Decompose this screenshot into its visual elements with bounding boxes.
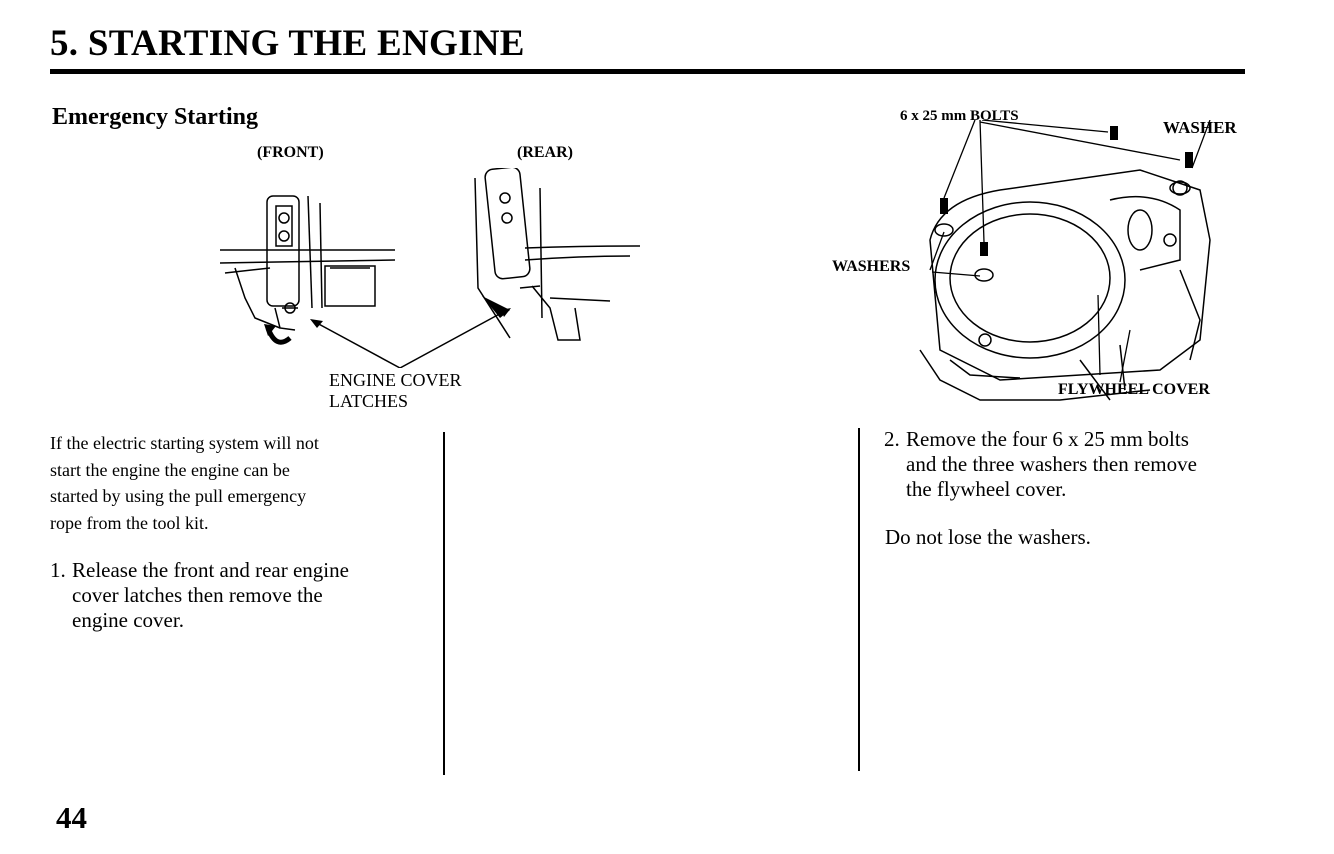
step-line: Release the front and rear engine bbox=[72, 558, 349, 582]
flywheel-cover-label: FLYWHEEL COVER bbox=[1058, 381, 1210, 398]
flywheel-cover-illustration bbox=[919, 120, 1211, 401]
step-line: cover latches then remove the bbox=[72, 583, 323, 607]
step-line: engine cover. bbox=[72, 608, 184, 632]
intro-line: If the electric starting system will not bbox=[50, 433, 319, 453]
washers-label: WASHERS bbox=[832, 258, 911, 275]
section-heading: Emergency Starting bbox=[52, 104, 258, 130]
intro-line: rope from the tool kit. bbox=[50, 512, 209, 533]
step-line: the flywheel cover. bbox=[906, 477, 1067, 501]
step-line: Remove the four 6 x 25 mm bolts bbox=[906, 427, 1189, 451]
step-number: 2. bbox=[884, 427, 900, 451]
title-rule bbox=[50, 69, 1245, 74]
washer-label: WASHER bbox=[1163, 118, 1237, 137]
rear-label: (REAR) bbox=[517, 144, 573, 161]
step-line: and the three washers then remove bbox=[906, 452, 1197, 476]
step-number: 1. bbox=[50, 558, 66, 582]
page-title: 5. STARTING THE ENGINE bbox=[50, 23, 525, 64]
latches-label: LATCHES bbox=[329, 391, 409, 411]
intro-line: start the engine the engine can be bbox=[50, 459, 290, 480]
engine-cover-label: ENGINE COVER bbox=[329, 370, 462, 390]
engine-cover-latches-illustration bbox=[220, 168, 640, 368]
column-divider bbox=[858, 428, 860, 771]
page-number: 44 bbox=[56, 800, 87, 835]
intro-line: started by using the pull emergency bbox=[50, 486, 307, 506]
step-1: 1. Release the front and rear engine cov… bbox=[50, 558, 430, 633]
intro-paragraph: If the electric starting system will not… bbox=[50, 430, 430, 536]
bolts-label: 6 x 25 mm BOLTS bbox=[900, 108, 1019, 124]
step-2: 2. Remove the four 6 x 25 mm bolts and t… bbox=[884, 427, 1304, 502]
note-text: Do not lose the washers. bbox=[885, 525, 1091, 549]
front-label: (FRONT) bbox=[257, 144, 324, 161]
column-divider bbox=[443, 432, 445, 775]
